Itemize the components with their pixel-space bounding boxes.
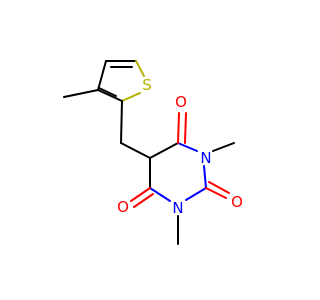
atom-label-o-right: O (231, 193, 243, 211)
atom-label-s: S (142, 76, 152, 94)
atom-label-n3: N (172, 199, 183, 217)
structure-diagram: S O O O N N (63, 60, 243, 245)
structure-canvas: S O O O N N (63, 60, 243, 245)
bond-c4p-o3 (130, 187, 151, 202)
bond-c2-ch2 (120, 100, 123, 144)
bond-c5-s (135, 60, 145, 77)
bond-c3-methyl (63, 89, 99, 98)
bond-c3-c4 (97, 60, 107, 91)
atom-label-o-left: O (117, 198, 129, 216)
bond-s-c2 (121, 92, 141, 102)
bond-c5p-c6p (149, 142, 179, 159)
atom-label-o-top: O (175, 93, 187, 111)
bond-c6p-o1-double (184, 112, 187, 144)
bond-n3-c4p (149, 187, 171, 202)
atom-label-n1: N (200, 149, 211, 167)
bond-c2-c3-double (98, 87, 117, 97)
bond-c2p-n3 (185, 187, 207, 201)
bond-n1-c2p (203, 165, 207, 189)
bond-n1-methyl (212, 142, 235, 152)
bond-c6p-n1 (177, 142, 198, 152)
bond-c2p-o2 (205, 187, 227, 199)
bond-c2-c3 (97, 89, 123, 102)
bond-c4p-o3-double (133, 193, 154, 208)
bond-c6p-o1 (177, 112, 180, 144)
bond-c2p-o2-double (208, 181, 230, 194)
bond-ch2-c5p (120, 142, 151, 159)
